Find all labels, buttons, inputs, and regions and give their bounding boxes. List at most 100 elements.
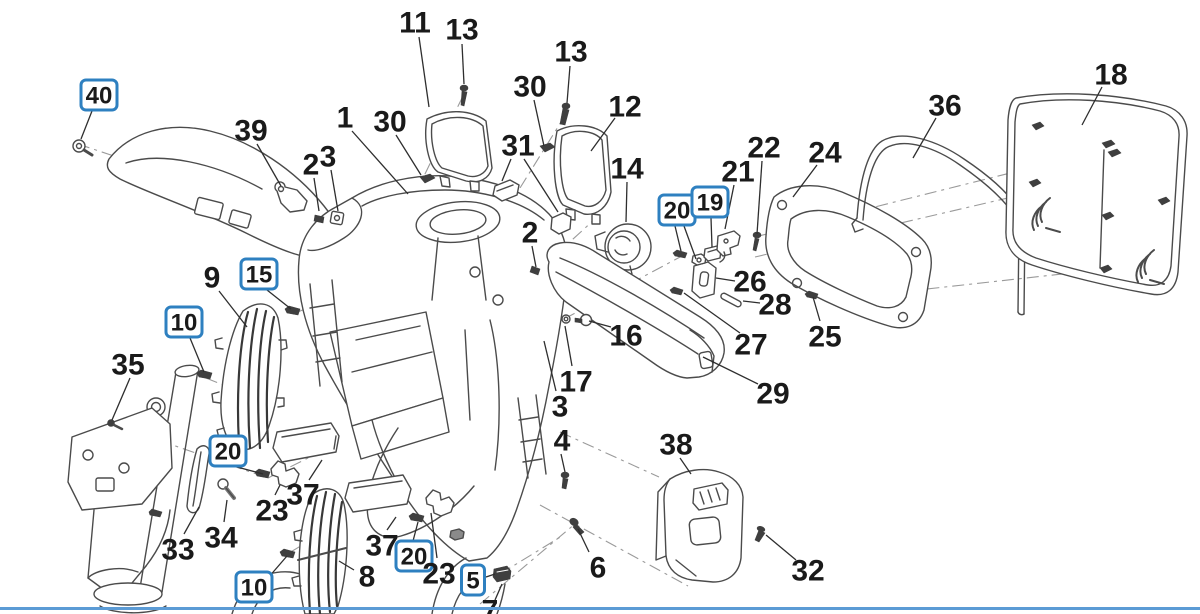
leader-line bbox=[533, 99, 545, 147]
callout-number[interactable]: 40 bbox=[86, 83, 113, 110]
callout-number: 13 bbox=[445, 14, 478, 47]
part-panel-12 bbox=[553, 125, 612, 225]
part-horn-14 bbox=[594, 223, 652, 277]
callout-number: 38 bbox=[659, 429, 692, 462]
leader-line bbox=[430, 512, 438, 559]
part-bracket-38 bbox=[655, 468, 744, 583]
callout-36: 36 bbox=[912, 90, 962, 159]
callout-10-boxed[interactable]: 10 bbox=[234, 555, 288, 604]
callout-20-boxed[interactable]: 20 bbox=[657, 193, 697, 260]
callout-5-boxed[interactable]: 5 bbox=[460, 563, 496, 597]
callout-37: 37 bbox=[365, 516, 399, 563]
leader-line bbox=[543, 340, 557, 392]
callout-30: 30 bbox=[373, 106, 422, 176]
callout-35: 35 bbox=[111, 349, 145, 421]
part-steering-column-frame bbox=[67, 364, 327, 614]
screw-25 bbox=[804, 290, 819, 300]
part-windscreen-18 bbox=[1005, 93, 1188, 296]
callout-number: 37 bbox=[286, 479, 319, 512]
callout-40-boxed[interactable]: 40 bbox=[79, 78, 119, 140]
callout-10-boxed[interactable]: 10 bbox=[164, 305, 205, 373]
leader-line bbox=[590, 117, 616, 152]
part-clip-23b bbox=[425, 489, 455, 517]
screw-20c bbox=[672, 249, 688, 259]
callout-31: 31 bbox=[501, 130, 559, 213]
leader-line bbox=[418, 36, 430, 108]
callout-box[interactable] bbox=[234, 570, 274, 604]
leader-line bbox=[702, 356, 759, 385]
callout-number[interactable]: 15 bbox=[246, 262, 273, 289]
callout-20-boxed[interactable]: 20 bbox=[208, 434, 264, 475]
leader-line bbox=[560, 453, 566, 473]
callout-number: 30 bbox=[373, 106, 406, 139]
callout-number[interactable]: 20 bbox=[215, 439, 242, 466]
leader-line bbox=[218, 290, 248, 328]
screw-35 bbox=[107, 419, 124, 431]
leader-line bbox=[710, 217, 713, 248]
leader-line bbox=[683, 292, 741, 334]
callout-13: 13 bbox=[445, 14, 479, 85]
callout-number: 7 bbox=[482, 595, 499, 614]
callout-number: 11 bbox=[399, 7, 431, 40]
callout-33: 33 bbox=[161, 506, 200, 567]
callout-2: 2 bbox=[522, 217, 538, 268]
callout-box[interactable] bbox=[79, 78, 119, 112]
clip-30b bbox=[539, 142, 556, 153]
leader-line bbox=[683, 225, 697, 260]
bolt-40 bbox=[72, 139, 94, 157]
leader-line bbox=[674, 225, 682, 252]
callout-number: 28 bbox=[758, 289, 791, 322]
leader-line bbox=[223, 499, 228, 523]
leader-line bbox=[531, 245, 537, 268]
callout-23: 23 bbox=[255, 484, 289, 528]
screw-10b bbox=[279, 548, 296, 559]
callout-number: 35 bbox=[111, 349, 144, 382]
callout-number[interactable]: 10 bbox=[241, 575, 268, 602]
callout-11: 11 bbox=[399, 7, 431, 108]
callout-number: 31 bbox=[501, 130, 534, 163]
part-clip-31b bbox=[550, 212, 572, 235]
bottom-divider bbox=[0, 607, 1200, 610]
clip-30a bbox=[419, 173, 436, 184]
callout-14: 14 bbox=[610, 153, 644, 223]
leader-line bbox=[494, 583, 503, 601]
callout-box[interactable] bbox=[208, 434, 248, 468]
callout-box[interactable] bbox=[394, 539, 434, 573]
callout-number[interactable]: 19 bbox=[697, 190, 724, 217]
callout-3: 3 bbox=[543, 340, 568, 424]
callout-15-boxed[interactable]: 15 bbox=[239, 257, 292, 310]
callout-number: 18 bbox=[1094, 59, 1127, 92]
callout-number[interactable]: 10 bbox=[171, 310, 198, 337]
leader-line bbox=[577, 528, 590, 553]
callout-number: 39 bbox=[234, 115, 267, 148]
leader-line bbox=[386, 516, 397, 531]
callout-20-boxed[interactable]: 20 bbox=[394, 521, 434, 573]
callout-27: 27 bbox=[683, 292, 768, 362]
callout-19-boxed[interactable]: 19 bbox=[690, 185, 730, 248]
fasteners bbox=[72, 84, 819, 583]
callout-box[interactable] bbox=[164, 305, 204, 339]
callout-34: 34 bbox=[204, 499, 238, 555]
callout-number[interactable]: 20 bbox=[401, 544, 428, 571]
leader-line bbox=[765, 534, 797, 561]
callout-number: 13 bbox=[554, 36, 587, 69]
part-latch-26 bbox=[691, 261, 717, 299]
part-clip-23a bbox=[270, 460, 300, 488]
leader-line bbox=[266, 289, 292, 310]
screw-4 bbox=[560, 471, 570, 490]
callout-26: 26 bbox=[715, 266, 767, 299]
callout-box[interactable] bbox=[690, 185, 730, 219]
callout-number: 16 bbox=[609, 320, 642, 353]
callout-13: 13 bbox=[554, 36, 588, 104]
callout-number: 1 bbox=[337, 102, 354, 135]
callout-box[interactable] bbox=[239, 257, 279, 291]
callout-number[interactable]: 5 bbox=[466, 568, 479, 595]
callout-number[interactable]: 20 bbox=[664, 198, 691, 225]
callout-box[interactable] bbox=[460, 563, 486, 597]
callout-number: 29 bbox=[756, 378, 789, 411]
leader-line bbox=[742, 300, 761, 304]
nut-5b bbox=[449, 528, 465, 541]
